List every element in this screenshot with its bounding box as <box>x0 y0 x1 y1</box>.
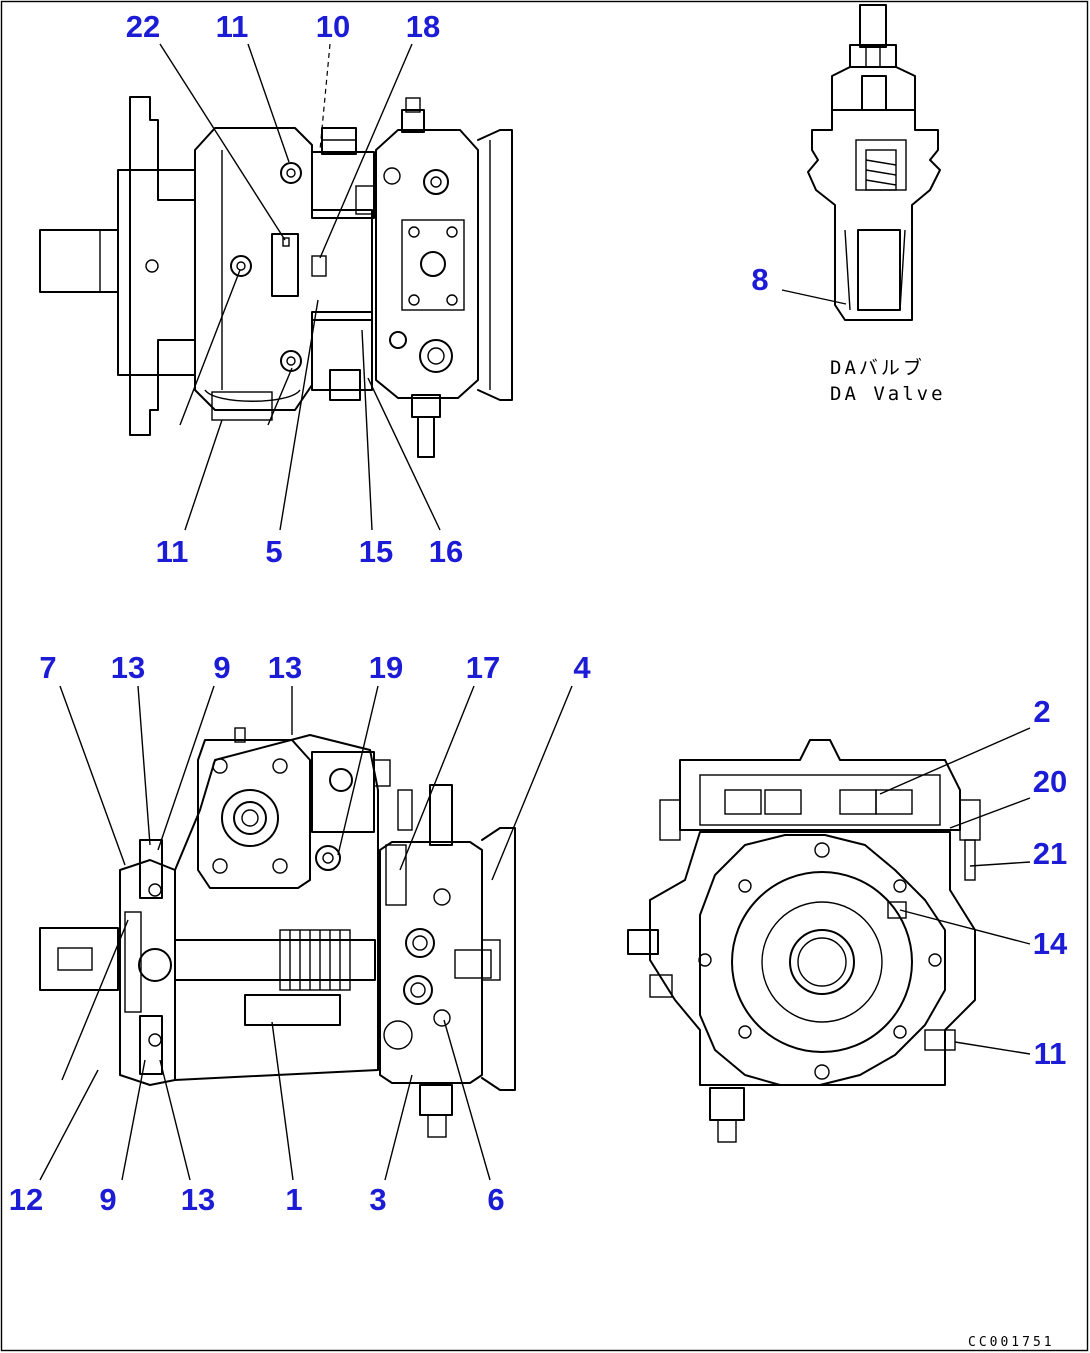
callout-14: 14 <box>1033 926 1068 961</box>
top-view-leader-lines <box>159 43 441 531</box>
callout-4: 4 <box>573 650 591 685</box>
callout-17: 17 <box>466 650 500 685</box>
callout-8: 8 <box>751 262 768 297</box>
callout-11-top: 11 <box>216 9 249 44</box>
da-valve-drawing <box>781 4 941 321</box>
callout-3: 3 <box>369 1182 386 1217</box>
callout-13-b: 13 <box>268 650 302 685</box>
section-view-leader-lines <box>39 685 573 1181</box>
callout-15: 15 <box>359 534 393 569</box>
callout-19: 19 <box>369 650 403 685</box>
callout-9-a: 9 <box>213 650 230 685</box>
callout-21: 21 <box>1033 836 1067 871</box>
callout-10: 10 <box>316 9 350 44</box>
callout-13-c: 13 <box>181 1182 215 1217</box>
callout-18: 18 <box>406 9 440 44</box>
pump-top-view <box>39 96 513 458</box>
callout-12: 12 <box>9 1182 43 1217</box>
callout-6: 6 <box>487 1182 504 1217</box>
callout-2: 2 <box>1033 694 1050 729</box>
drawing-number: CC001751 <box>968 1335 1055 1350</box>
callout-11-lower: 11 <box>156 534 189 569</box>
callout-1: 1 <box>285 1182 302 1217</box>
callout-13-a: 13 <box>111 650 145 685</box>
pump-end-view <box>627 739 981 1143</box>
end-view-leader-lines <box>879 727 1031 1055</box>
pump-section-view <box>39 727 516 1138</box>
callout-labels: 22 11 10 18 11 5 15 16 8 7 13 9 13 19 17… <box>9 9 1068 1217</box>
callout-7: 7 <box>39 650 56 685</box>
da-valve-caption-jp: DAバルブ <box>830 356 925 379</box>
callout-9-b: 9 <box>99 1182 116 1217</box>
callout-5: 5 <box>265 534 282 569</box>
callout-16: 16 <box>429 534 463 569</box>
callout-22: 22 <box>126 9 160 44</box>
callout-11-right: 11 <box>1034 1036 1067 1071</box>
da-valve-caption-en: DA Valve <box>830 383 946 405</box>
callout-20: 20 <box>1033 764 1067 799</box>
